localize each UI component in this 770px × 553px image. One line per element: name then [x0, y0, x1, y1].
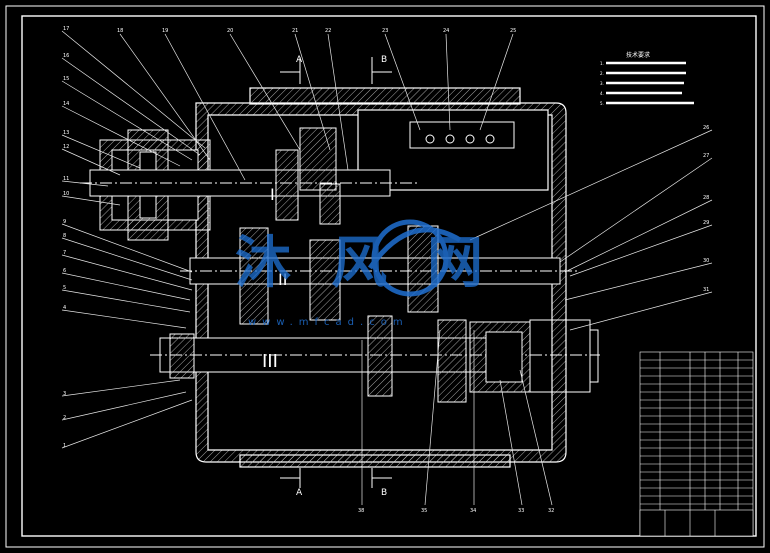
callout-24: 24	[443, 28, 449, 34]
gears	[239, 127, 467, 403]
callout-22: 22	[325, 28, 331, 34]
watermark: 沐风网 www.mfcad.com	[235, 219, 523, 328]
callout-9: 9	[63, 219, 66, 225]
callout-33: 33	[518, 508, 524, 514]
callout-8: 8	[63, 233, 66, 239]
callout-5: 5	[63, 285, 66, 291]
watermark-url: www.mfcad.com	[248, 317, 409, 328]
callout-7: 7	[63, 250, 66, 256]
callout-32: 32	[548, 508, 554, 514]
callout-30: 30	[703, 258, 709, 264]
watermark-text: 沐风网	[235, 231, 523, 296]
callout-16: 16	[63, 53, 69, 59]
callout-23: 23	[382, 28, 388, 34]
notes-title: 技术要求	[626, 51, 650, 59]
shaft-label-1: I	[270, 185, 275, 204]
callout-18: 18	[117, 28, 123, 34]
callout-34: 34	[470, 508, 476, 514]
callout-31: 31	[703, 287, 709, 293]
callout-28: 28	[703, 195, 709, 201]
callout-2: 2	[63, 415, 66, 421]
section-mark-b-bottom: B	[381, 488, 387, 498]
callout-21: 21	[292, 28, 298, 34]
outer-frame	[5, 5, 765, 548]
technical-notes: 技术要求 1. 2. 3. 4. 5.	[600, 51, 694, 106]
callout-1: 1	[63, 443, 66, 449]
callout-19: 19	[162, 28, 168, 34]
callout-35: 35	[421, 508, 427, 514]
callout-17: 17	[63, 26, 69, 32]
watermark-logo-icon	[371, 219, 449, 297]
callout-20: 20	[227, 28, 233, 34]
note-number-2: 2.	[600, 71, 604, 76]
callout-12: 12	[63, 144, 69, 150]
section-mark-b-top: B	[381, 55, 387, 65]
section-mark-a-top: A	[296, 55, 303, 65]
inner-frame	[21, 15, 757, 537]
note-number-3: 3.	[600, 81, 604, 86]
callout-38: 38	[358, 508, 364, 514]
note-number-4: 4.	[600, 91, 604, 96]
callout-13: 13	[63, 130, 69, 136]
callout-29: 29	[703, 220, 709, 226]
shaft-label-3: III	[262, 351, 278, 372]
callout-10: 10	[63, 191, 69, 197]
section-mark-a-bottom: A	[296, 488, 303, 498]
callout-11: 11	[63, 176, 69, 182]
callout-26: 26	[703, 125, 709, 131]
callout-14: 14	[63, 101, 69, 107]
note-number-5: 5.	[600, 101, 604, 106]
callout-27: 27	[703, 153, 709, 159]
note-number-1: 1.	[600, 61, 604, 66]
shaft-label-2: II	[278, 270, 287, 289]
callout-15: 15	[63, 76, 69, 82]
callout-leaders	[61, 30, 713, 506]
callout-6: 6	[63, 268, 66, 274]
callout-25: 25	[510, 28, 516, 34]
parts-list-table	[639, 351, 754, 537]
section-marks	[280, 57, 392, 488]
callout-4: 4	[63, 305, 66, 311]
terminal-block	[409, 121, 515, 149]
callout-3: 3	[63, 391, 66, 397]
